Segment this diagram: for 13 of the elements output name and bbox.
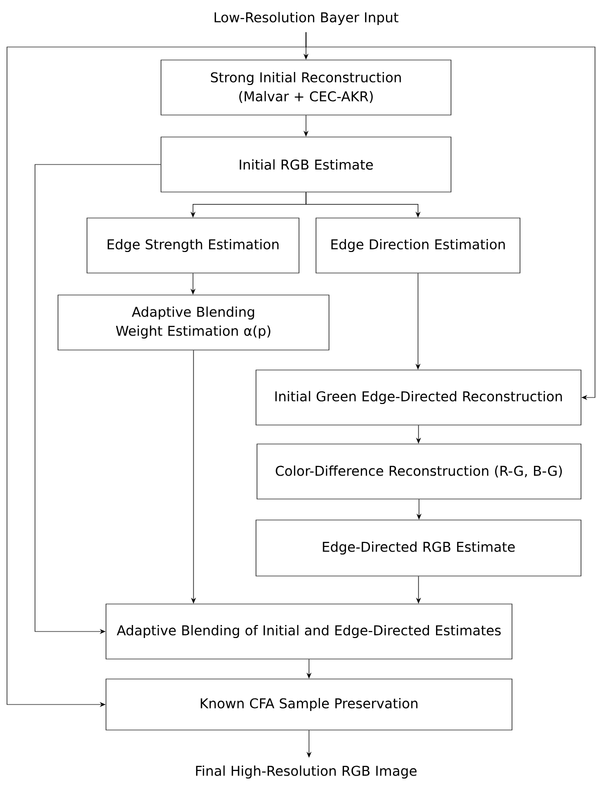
process-box: Edge Strength Estimation [86, 218, 300, 274]
process-box: Initial RGB Estimate [160, 136, 452, 192]
process-box: Initial Green Edge-Directed Reconstruction [256, 370, 582, 426]
terminal-label: Low-Resolution Bayer Input [214, 12, 398, 26]
process-box: Edge Direction Estimation [316, 218, 520, 274]
process-box: Edge-Directed RGB Estimate [256, 520, 582, 576]
process-box: Strong Initial Reconstruction (Malvar + CEC-AKR) [160, 60, 452, 116]
process-box: Adaptive Blending Weight Estimation α(p) [58, 294, 330, 350]
terminal-label: Final High-Resolution RGB Image [196, 765, 417, 779]
arrow [306, 32, 596, 400]
process-box: Adaptive Blending of Initial and Edge-Directed Estimates [106, 604, 512, 660]
process-box: Known CFA Sample Preservation [106, 678, 512, 730]
process-box: Color-Difference Reconstruction (R-G, B-G) [256, 444, 582, 500]
